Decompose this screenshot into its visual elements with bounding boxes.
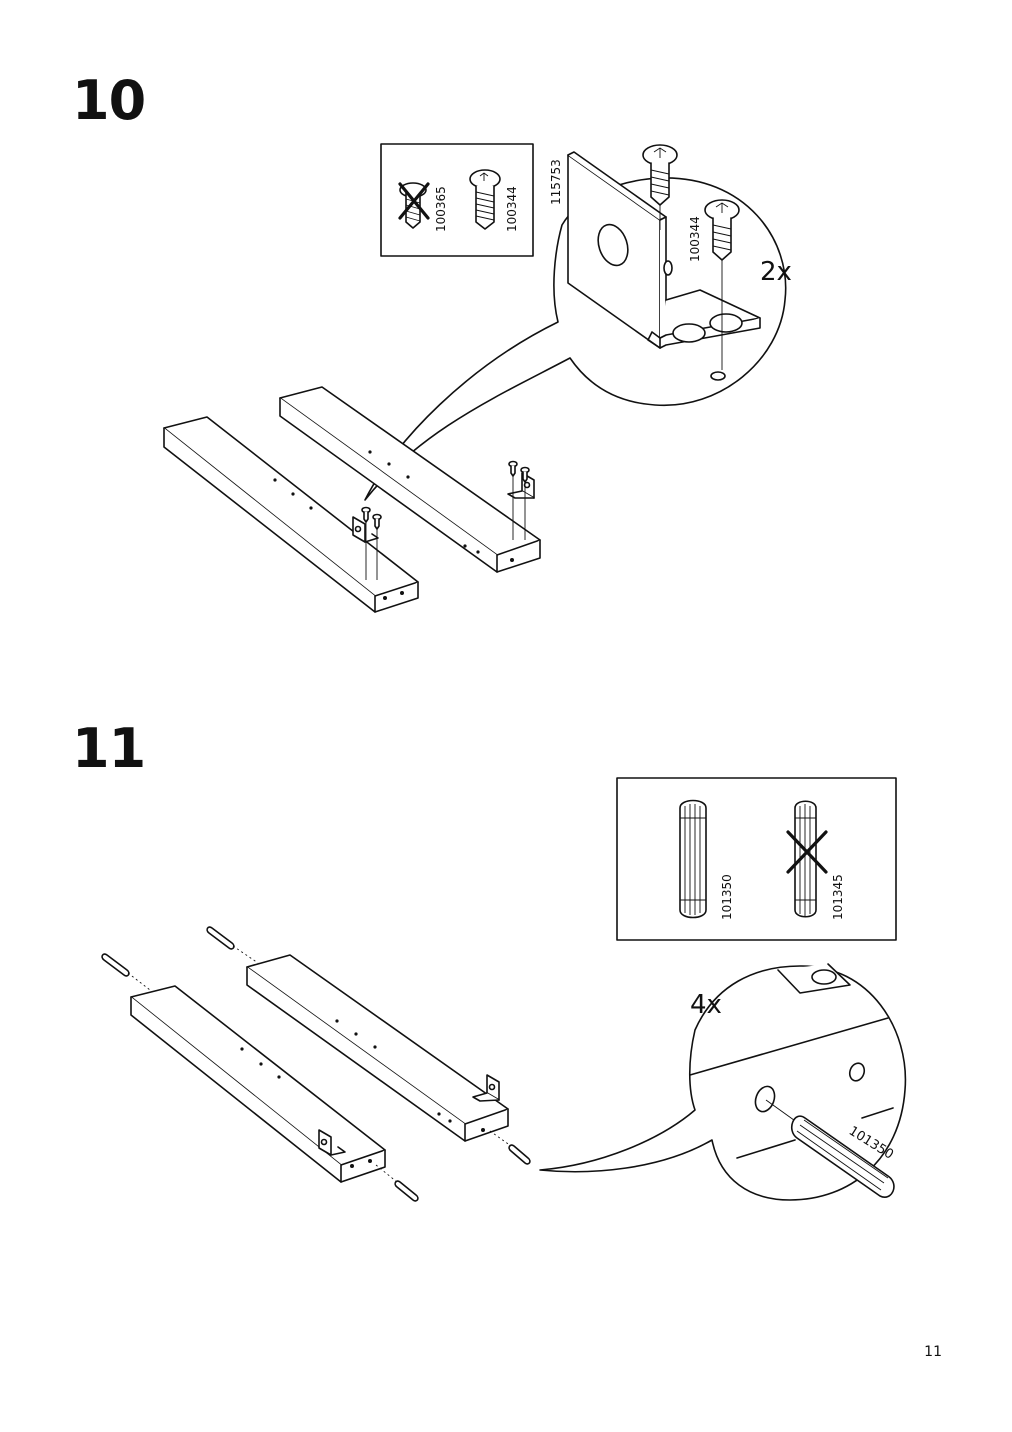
dowel-loose-3 xyxy=(375,1164,419,1202)
bracket-hole xyxy=(597,223,629,267)
step11-quantity: 4x xyxy=(690,990,722,1020)
zoom-screw-part-100344: 100344 xyxy=(688,216,702,262)
dowel-101345-icon xyxy=(786,800,828,918)
zoom-screw-lower-icon xyxy=(704,199,740,370)
step10-quantity: 2x xyxy=(760,257,792,287)
step10-zoom-detail xyxy=(364,144,787,501)
step10-small-bracket-right xyxy=(507,460,535,540)
dowel-loose-2 xyxy=(206,926,259,964)
zoom-dowel-icon xyxy=(790,1115,895,1198)
legend-part-100365: 100365 xyxy=(434,186,448,232)
step10-small-bracket-left xyxy=(352,506,382,580)
dowel-loose-1 xyxy=(101,953,151,991)
step10-rail-left xyxy=(163,416,419,613)
step11-rail-left xyxy=(130,985,386,1183)
cross-mark-icon xyxy=(398,182,430,220)
step11-legend-frame xyxy=(616,777,897,941)
dowel-loose-4 xyxy=(489,1130,531,1165)
step-11-number: 11 xyxy=(72,717,146,780)
step10-parts-legend: 100365 100344 xyxy=(380,143,534,257)
step11-zoom-detail xyxy=(539,963,907,1201)
legend-part-101345: 101345 xyxy=(831,874,845,920)
step11-rail-right xyxy=(246,954,509,1142)
step-10-number: 10 xyxy=(72,69,146,132)
legend-part-100344: 100344 xyxy=(505,186,519,232)
dowel-101350-icon xyxy=(679,799,707,919)
screw-100344-icon xyxy=(469,169,501,230)
step10-legend-frame xyxy=(380,143,534,257)
cross-mark-icon xyxy=(786,830,828,874)
legend-part-101350: 101350 xyxy=(720,874,734,920)
zoom-screw-upper-icon xyxy=(642,144,678,230)
page-number: 11 xyxy=(924,1344,942,1360)
step10-rail-right xyxy=(279,386,541,573)
bracket-part-115753: 115753 xyxy=(549,159,563,205)
step11-parts-legend: 101350 101345 xyxy=(616,777,897,941)
screw-100365-icon xyxy=(398,182,430,229)
